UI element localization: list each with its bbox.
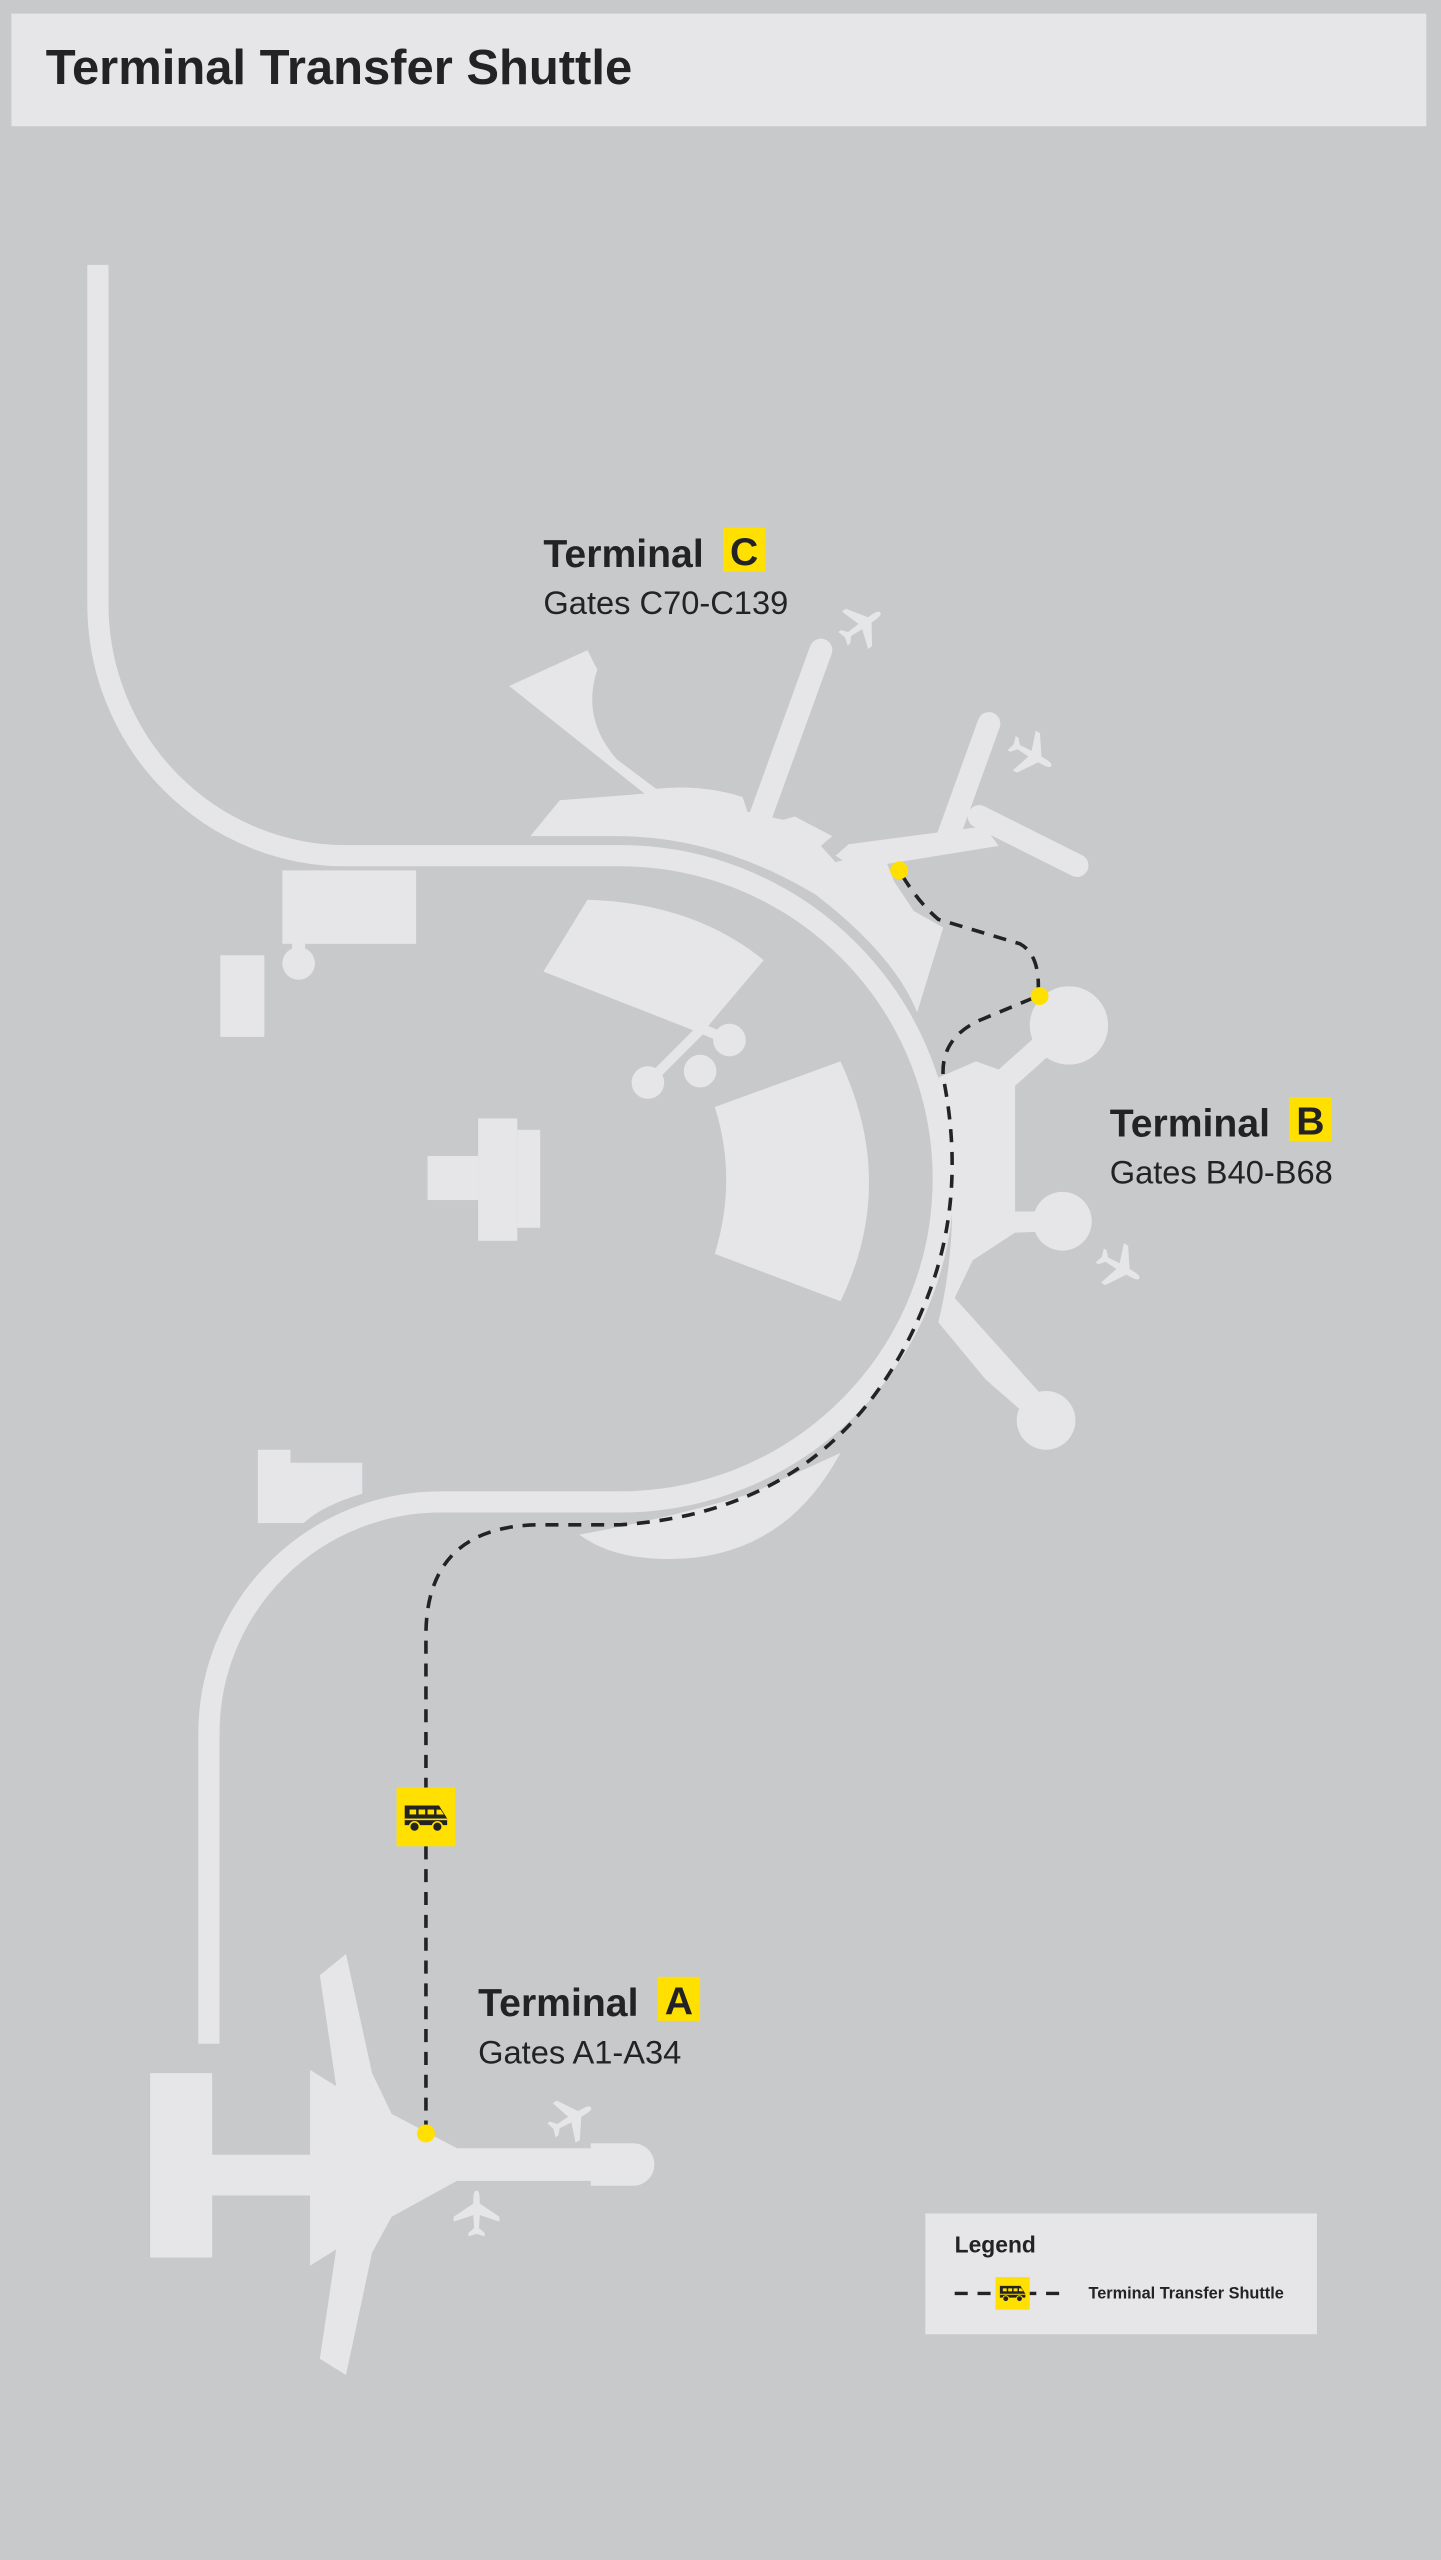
terminal-gates: Gates A1-A34 xyxy=(478,2033,681,2070)
header-bar xyxy=(11,13,1427,127)
header: Terminal Transfer Shuttle xyxy=(11,13,1427,127)
terminal-b-building xyxy=(938,986,1109,1450)
terminal-letter-badge xyxy=(1289,1097,1332,1142)
terminal-label: Terminal xyxy=(543,533,703,576)
legend-box xyxy=(925,2213,1317,2335)
shuttle-bus-icon[interactable] xyxy=(396,1787,456,1847)
terminal-label: Terminal xyxy=(478,1982,638,2025)
terminal-letter: A xyxy=(665,1980,693,2023)
terminal-letter-badge xyxy=(657,1976,701,2021)
terminal-label: Terminal xyxy=(1110,1102,1270,1145)
terminal-gates: Gates B40-B68 xyxy=(1110,1154,1333,1191)
legend-title: Legend xyxy=(955,2232,1036,2258)
page-title: Terminal Transfer Shuttle xyxy=(46,41,632,95)
shuttle-stop-icon[interactable] xyxy=(416,2124,435,2143)
terminal-letter: B xyxy=(1296,1101,1324,1144)
legend: Legend Terminal Transfer Shuttle xyxy=(925,2213,1317,2335)
shuttle-stop-icon[interactable] xyxy=(890,861,909,880)
terminal-a-building xyxy=(150,1953,655,2376)
shuttle-stop-icon[interactable] xyxy=(1030,987,1049,1006)
landside-buildings xyxy=(220,870,841,1560)
terminal-letter-badge xyxy=(722,527,766,572)
terminal-gates: Gates C70-C139 xyxy=(543,584,788,621)
access-road xyxy=(87,264,954,2044)
terminal-c-label: Terminal C Gates C70-C139 xyxy=(543,527,788,621)
terminal-a-label: Terminal A Gates A1-A34 xyxy=(478,1976,701,2070)
terminal-c-building xyxy=(509,638,1089,1302)
terminal-b-label: Terminal B Gates B40-B68 xyxy=(1110,1097,1333,1191)
shuttle-bus-icon xyxy=(995,2277,1030,2310)
shuttle-route xyxy=(424,869,1041,2134)
legend-shuttle-label: Terminal Transfer Shuttle xyxy=(1089,2284,1284,2302)
terminal-letter: C xyxy=(730,531,758,574)
